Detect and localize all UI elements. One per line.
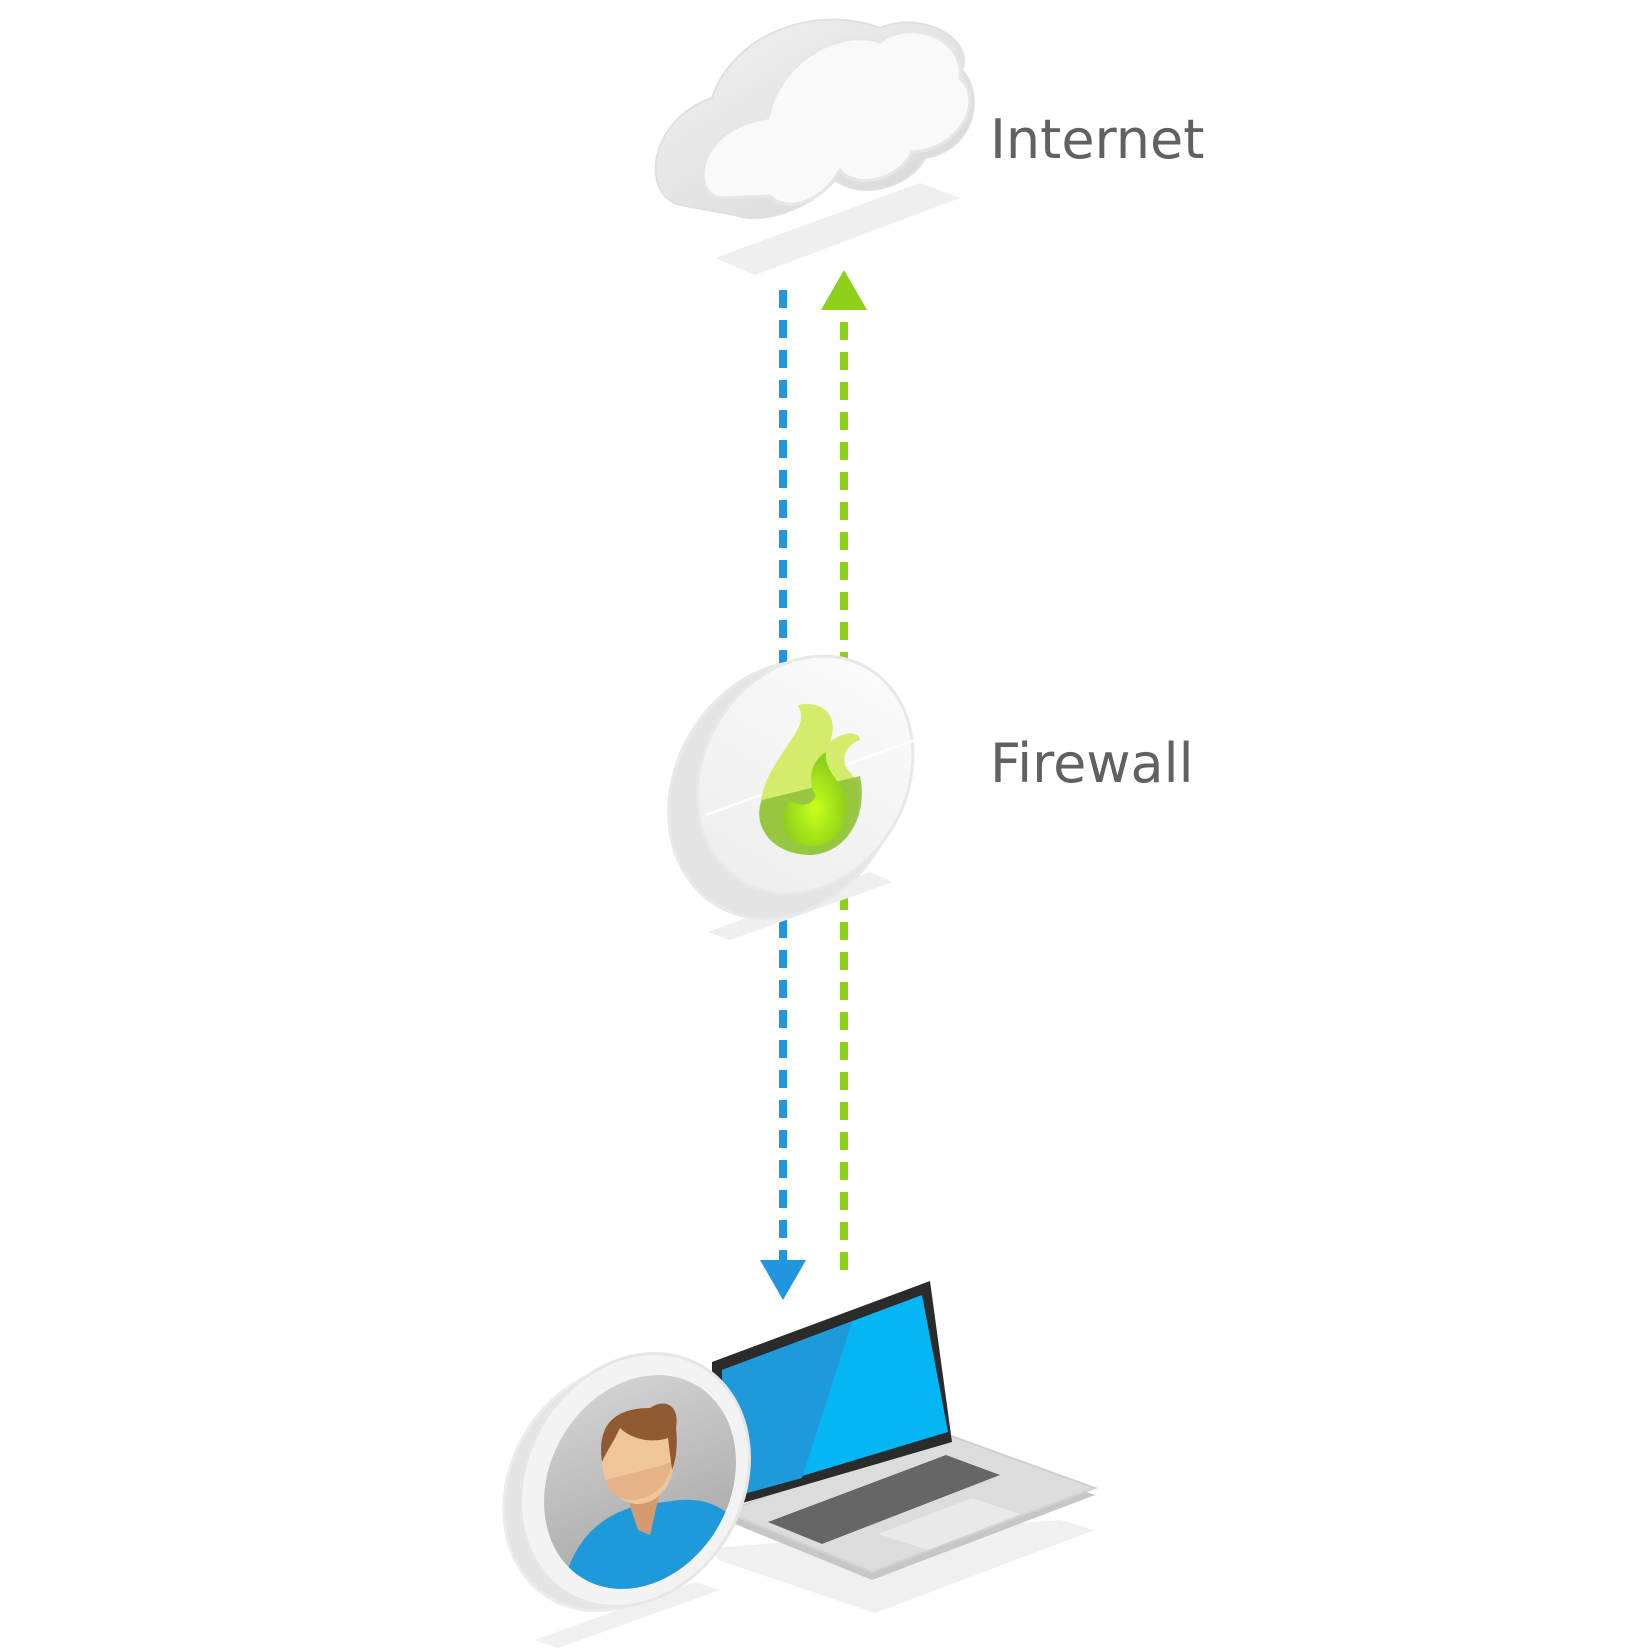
internet-label: Internet bbox=[990, 108, 1204, 171]
keyboard bbox=[768, 1455, 1000, 1544]
internet-node: Internet bbox=[654, 18, 1204, 275]
avatar-shadow bbox=[535, 1582, 720, 1648]
laptop-icon bbox=[712, 1281, 1098, 1580]
cloud-icon bbox=[654, 18, 975, 220]
firewall-label: Firewall bbox=[990, 732, 1194, 795]
flame-icon bbox=[759, 704, 862, 855]
inbound-arrowhead bbox=[760, 1260, 806, 1300]
trackpad bbox=[878, 1498, 1020, 1550]
cloud-shadow bbox=[715, 183, 960, 275]
firewall-node: Firewall bbox=[667, 654, 1194, 940]
outbound-arrowhead bbox=[821, 270, 867, 310]
user-avatar-icon bbox=[502, 1352, 751, 1620]
client-node bbox=[502, 1281, 1098, 1648]
user-hair bbox=[601, 1403, 677, 1470]
